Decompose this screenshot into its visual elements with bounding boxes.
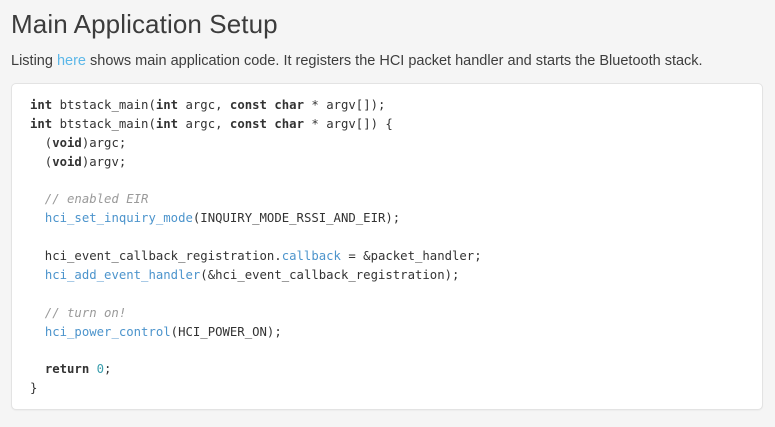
code-text: ( bbox=[30, 154, 53, 169]
code-line: // enabled EIR bbox=[30, 190, 746, 209]
code-number: 0 bbox=[96, 362, 105, 377]
code-line bbox=[30, 228, 746, 247]
code-line: hci_power_control(HCI_POWER_ON); bbox=[30, 323, 746, 342]
code-keyword: int bbox=[30, 116, 53, 131]
code-keyword: const bbox=[229, 98, 267, 112]
code-line: int btstack_main(int argc, const char * … bbox=[30, 96, 746, 115]
code-text: argc, bbox=[178, 116, 230, 131]
code-listing: int btstack_main(int argc, const char * … bbox=[30, 96, 746, 398]
code-text: (&hci_event_callback_registration); bbox=[200, 268, 460, 283]
code-text: )argv; bbox=[81, 154, 127, 169]
code-line: (void)argv; bbox=[30, 153, 746, 172]
code-keyword: return bbox=[44, 362, 90, 377]
code-function-name: hci_set_inquiry_mode bbox=[44, 211, 193, 226]
code-line: int btstack_main(int argc, const char * … bbox=[30, 115, 746, 134]
listing-here-link[interactable]: here bbox=[56, 53, 86, 69]
code-line: } bbox=[30, 379, 746, 398]
code-keyword: int bbox=[155, 98, 179, 112]
code-text: ( bbox=[30, 135, 53, 150]
code-line: (void)argc; bbox=[30, 134, 746, 153]
code-function-name: hci_add_event_handler bbox=[44, 268, 201, 283]
code-line bbox=[30, 172, 746, 191]
code-line: // turn on! bbox=[30, 304, 746, 323]
code-text: ; bbox=[104, 362, 112, 377]
code-text bbox=[30, 211, 45, 225]
code-block[interactable]: int btstack_main(int argc, const char * … bbox=[11, 83, 763, 410]
code-text: } bbox=[30, 381, 38, 396]
code-text: argc, bbox=[178, 98, 230, 112]
code-function-name: hci_power_control bbox=[44, 324, 171, 339]
code-line bbox=[30, 285, 746, 304]
code-property: callback bbox=[281, 249, 341, 264]
code-text bbox=[89, 362, 96, 376]
code-text bbox=[30, 325, 45, 339]
code-line: return 0; bbox=[30, 360, 746, 379]
code-line: hci_set_inquiry_mode(INQUIRY_MODE_RSSI_A… bbox=[30, 209, 746, 228]
code-keyword: char bbox=[274, 98, 304, 112]
intro-paragraph: Listing here shows main application code… bbox=[11, 39, 764, 71]
code-keyword: int bbox=[30, 98, 53, 112]
code-text: btstack_main( bbox=[52, 98, 156, 112]
page-title: Main Application Setup bbox=[11, 9, 278, 39]
code-line: hci_add_event_handler(&hci_event_callbac… bbox=[30, 266, 746, 285]
intro-text-before-link: Listing bbox=[11, 53, 57, 69]
code-text bbox=[30, 362, 45, 376]
code-keyword: char bbox=[274, 116, 304, 131]
code-comment: // turn on! bbox=[30, 305, 127, 320]
code-text: btstack_main( bbox=[52, 116, 156, 131]
code-text: * argv[]) { bbox=[303, 116, 393, 131]
code-keyword: void bbox=[52, 135, 82, 150]
intro-text-after-link: shows main application code. It register… bbox=[85, 53, 703, 69]
code-text: )argc; bbox=[81, 135, 127, 150]
code-text: (INQUIRY_MODE_RSSI_AND_EIR); bbox=[192, 211, 401, 226]
code-keyword: void bbox=[52, 154, 82, 169]
code-line bbox=[30, 342, 746, 361]
code-text bbox=[30, 268, 45, 282]
code-comment: // enabled EIR bbox=[30, 192, 149, 207]
code-line: hci_event_callback_registration.callback… bbox=[30, 247, 746, 266]
code-keyword: const bbox=[229, 116, 267, 131]
code-keyword: int bbox=[155, 116, 179, 131]
code-text: * argv[]); bbox=[303, 98, 386, 112]
code-text: = &packet_handler; bbox=[340, 249, 482, 264]
code-text: hci_event_callback_registration. bbox=[30, 249, 282, 264]
code-text: (HCI_POWER_ON); bbox=[170, 324, 282, 339]
